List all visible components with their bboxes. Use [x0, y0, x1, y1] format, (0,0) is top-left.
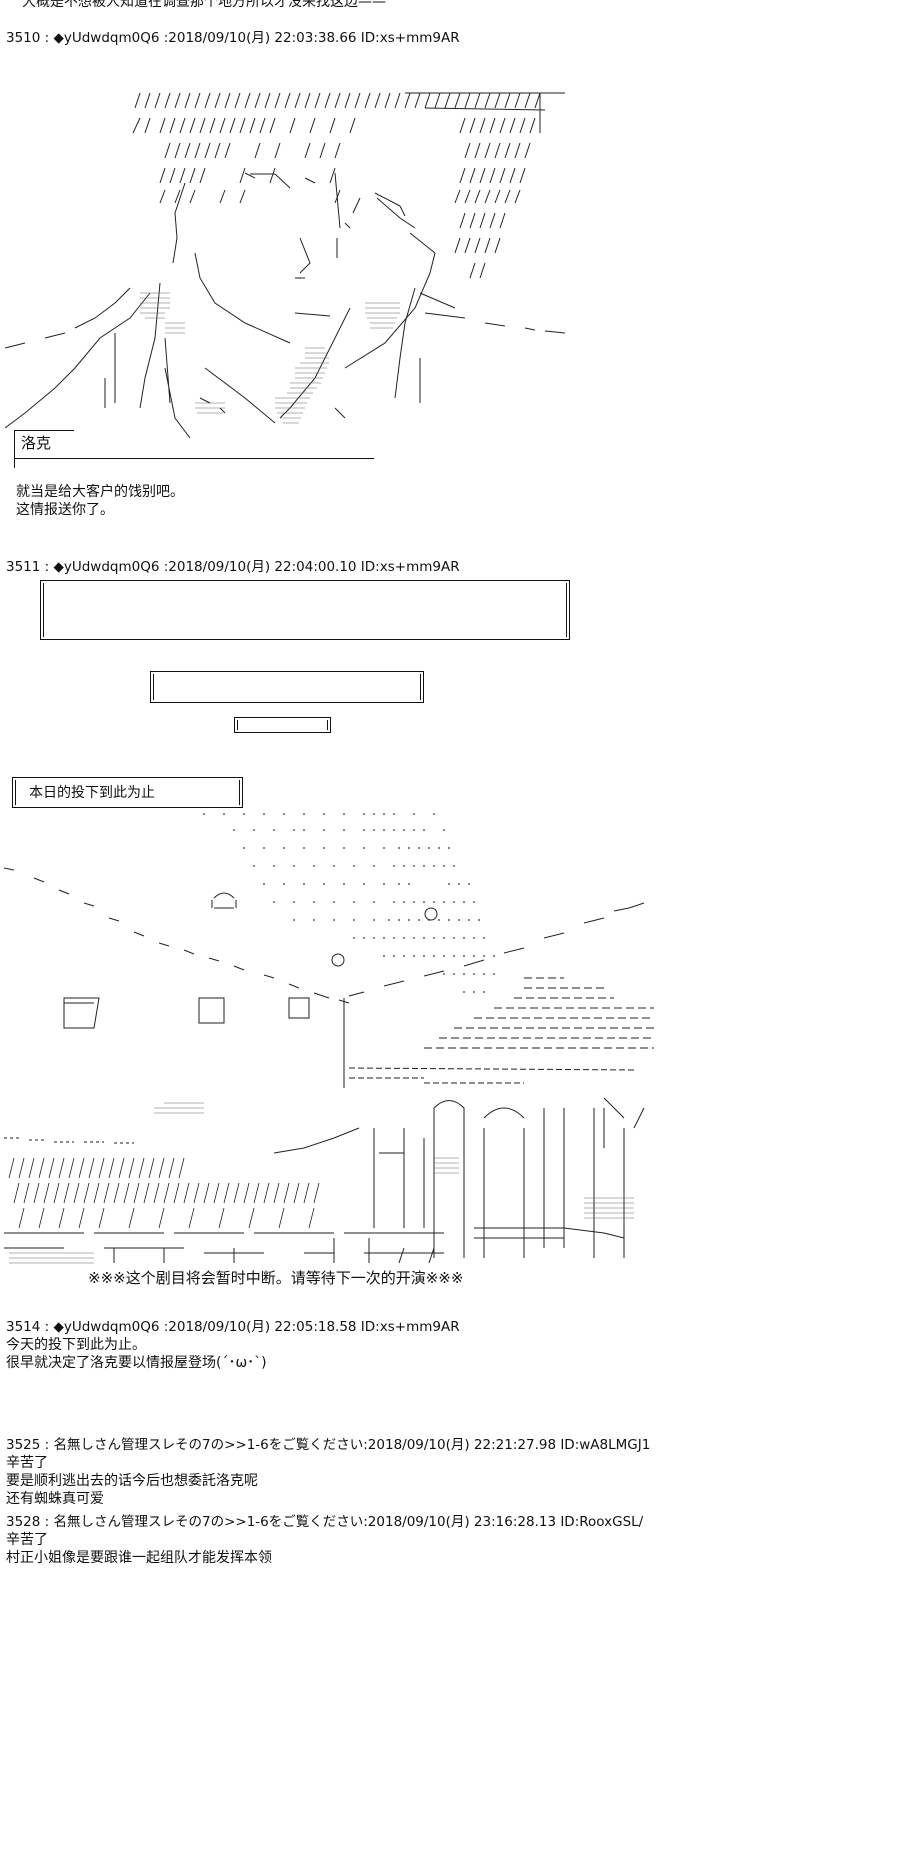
frame-inner-right — [327, 720, 328, 730]
speech-line-1: 就当是给大客户的饯别吧。 — [16, 484, 184, 500]
frame-inner-left — [43, 583, 44, 637]
ascii-art-landscape — [4, 808, 664, 1268]
speaker-label-frame: 洛克 — [14, 430, 374, 468]
frame-inner-right — [566, 583, 567, 637]
intermission-caption: ※※※这个剧目将会暂时中断。请等待下一次的开演※※※ — [88, 1269, 464, 1287]
post-3525-line-3: 还有蜘蛛真可爱 — [6, 1491, 104, 1507]
frame-inner-left — [15, 780, 16, 805]
frame-inner-left — [237, 720, 238, 730]
post-header-3511: 3511 : ◆yUdwdqm0Q6 :2018/09/10(月) 22:04:… — [6, 559, 460, 575]
post-header-3514: 3514 : ◆yUdwdqm0Q6 :2018/09/10(月) 22:05:… — [6, 1319, 460, 1335]
post-3525-line-1: 辛苦了 — [6, 1455, 48, 1471]
post-3528-line-1: 辛苦了 — [6, 1532, 48, 1548]
portrait-drawing — [5, 92, 566, 439]
post-3528-line-2: 村正小姐像是要跟谁一起组队才能发挥本领 — [6, 1550, 272, 1566]
top-continued-line: 大概是不想被人知道在调查那个地方所以才没来找这边—— — [22, 0, 386, 10]
empty-frame-large — [40, 580, 570, 640]
end-label-text: 本日的投下到此为止 — [29, 785, 155, 801]
post-header-3525: 3525 : 名無しさん管理スレその7の>>1-6をご覧ください:2018/09… — [6, 1437, 651, 1453]
speech-line-2: 这情报送你了。 — [16, 502, 114, 518]
post-3514-line-1: 今天的投下到此为止。 — [6, 1337, 146, 1353]
post-header-3528: 3528 : 名無しさん管理スレその7の>>1-6をご覧ください:2018/09… — [6, 1514, 644, 1530]
post-header-3510: 3510 : ◆yUdwdqm0Q6 :2018/09/10(月) 22:03:… — [6, 30, 460, 46]
ascii-art-portrait — [5, 78, 585, 483]
post-3525-line-2: 要是顺利逃出去的话今后也想委託洛克呢 — [6, 1473, 258, 1489]
sky-dots — [203, 813, 495, 993]
landscape-drawing — [4, 813, 654, 1264]
label-bottom-line — [14, 458, 374, 459]
end-label-frame: 本日的投下到此为止 — [12, 777, 243, 808]
label-top-line — [14, 430, 74, 431]
frame-inner-left — [153, 674, 154, 700]
frame-inner-right — [420, 674, 421, 700]
label-left-bar — [14, 430, 15, 468]
speaker-name: 洛克 — [21, 434, 52, 452]
empty-frame-medium — [150, 671, 424, 703]
frame-inner-right — [239, 780, 240, 805]
post-3514-line-2: 很早就决定了洛克要以情报屋登场(´･ω･`) — [6, 1355, 267, 1371]
empty-frame-small — [234, 717, 331, 733]
